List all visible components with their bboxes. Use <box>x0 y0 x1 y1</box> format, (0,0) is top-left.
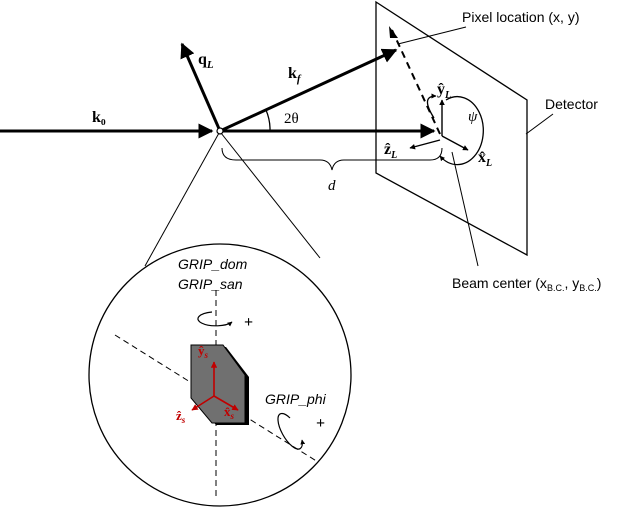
grip-san-label: GRIP_san <box>178 276 243 292</box>
two-theta-label: 2θ <box>284 111 299 127</box>
pixel-arrowhead <box>389 26 398 38</box>
psi-arc-upper <box>426 93 437 119</box>
detector-plane <box>375 0 528 257</box>
kf-label: kf <box>288 65 302 85</box>
phi-rotation-arrow <box>277 412 306 450</box>
xs-axis <box>213 395 239 411</box>
ys-label: ŷs <box>198 343 209 360</box>
kf-beam <box>219 48 398 133</box>
distance-label: d <box>328 178 336 194</box>
qL-vector <box>180 42 222 132</box>
qL-label: qL <box>198 51 214 71</box>
xL-axis <box>441 135 469 151</box>
xL-label: x̂L <box>478 149 492 169</box>
dom-san-rotation-arrow <box>197 311 233 327</box>
yL-label: ŷL <box>437 81 451 101</box>
detector-label: Detector <box>545 96 598 112</box>
detector-leader <box>525 113 554 135</box>
zoom-line-left <box>144 132 220 267</box>
zL-label: ẑL <box>384 141 397 161</box>
pixel-location-label: Pixel location (x, y) <box>462 9 579 25</box>
zoom-line-right <box>220 132 321 259</box>
pixel-location-leader <box>397 26 467 45</box>
psi-label: ψ <box>468 109 478 125</box>
dom-san-plus: + <box>244 314 253 331</box>
sample-point <box>216 127 224 135</box>
grip-phi-label: GRIP_phi <box>265 391 327 407</box>
phi-plus: + <box>316 415 325 432</box>
k0-label: k₀ <box>92 109 106 126</box>
xs-label: x̂s <box>224 404 235 421</box>
distance-brace <box>221 147 443 171</box>
zs-label: ẑs <box>176 408 186 425</box>
grip-dom-label: GRIP_dom <box>178 256 248 272</box>
beam-center-label: Beam center (xB.C., yB.C.) <box>452 275 601 293</box>
beam-center-leader <box>451 151 479 267</box>
two-theta-arc <box>265 109 271 132</box>
zL-axis <box>409 139 441 150</box>
sample-body <box>190 344 246 424</box>
zs-axis <box>191 395 215 411</box>
